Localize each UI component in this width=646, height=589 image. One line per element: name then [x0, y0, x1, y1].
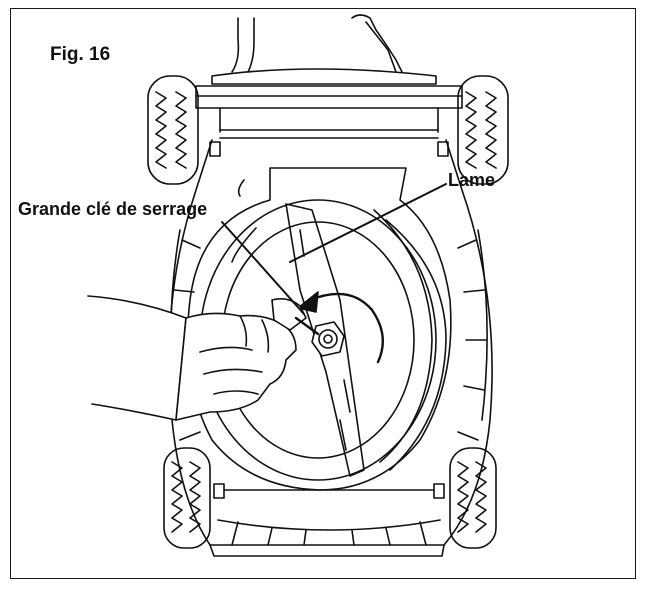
cutting-chamber — [188, 168, 451, 490]
front-left-wheel — [164, 448, 224, 548]
wrench-label: Grande clé de serrage — [18, 199, 208, 219]
rotation-arrow — [298, 292, 383, 362]
rear-bracket — [196, 69, 462, 156]
wrench-leader-line — [222, 222, 304, 314]
blade-leader-line — [290, 184, 446, 262]
handle — [232, 15, 402, 72]
rear-right-wheel — [458, 76, 508, 184]
blade-bolt — [312, 322, 344, 356]
hand-with-wrench — [88, 296, 318, 420]
figure-frame — [10, 8, 636, 579]
rear-left-wheel — [148, 76, 198, 184]
blade-label: Lame — [448, 170, 496, 190]
figure-title: Fig. 16 — [50, 44, 111, 65]
front-right-wheel — [224, 448, 496, 548]
